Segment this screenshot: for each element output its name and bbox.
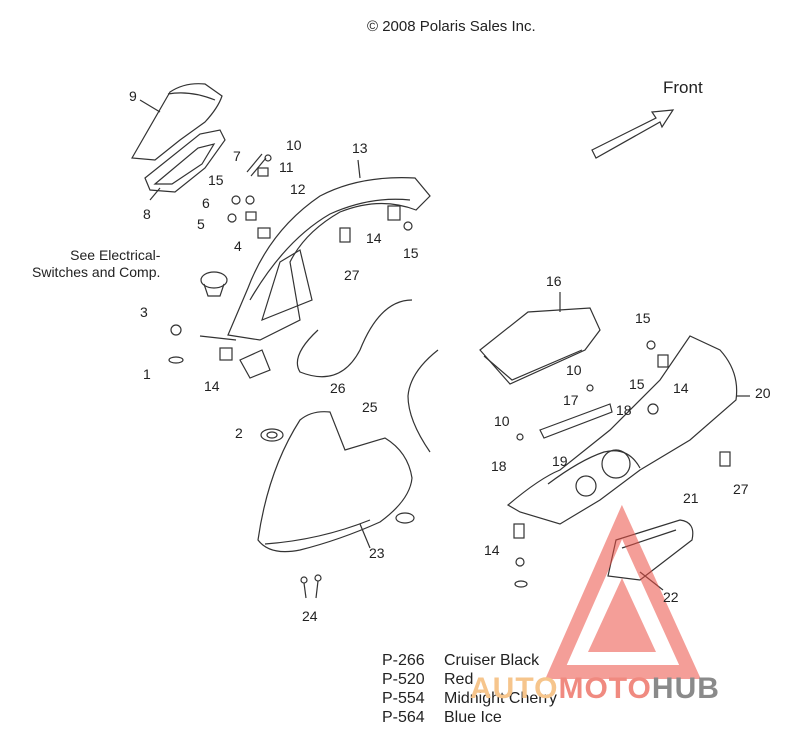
callout-label: 22 bbox=[663, 589, 679, 605]
callout-label: 9 bbox=[129, 88, 137, 104]
callout-label: 6 bbox=[202, 195, 210, 211]
callout-label: 4 bbox=[234, 238, 242, 254]
part-24-screw bbox=[300, 576, 308, 584]
callout-label: 15 bbox=[629, 376, 645, 392]
legend-color-name: Cruiser Black bbox=[444, 652, 540, 669]
legend-code: P-564 bbox=[382, 709, 425, 726]
callout-label: 5 bbox=[197, 216, 205, 232]
callout-label: 2 bbox=[235, 425, 243, 441]
legend-code: P-520 bbox=[382, 671, 425, 688]
legend-row: P-266 Cruiser Black bbox=[382, 651, 557, 670]
legend-row: P-564 Blue Ice bbox=[382, 708, 557, 727]
callout-label: 3 bbox=[140, 304, 148, 320]
callout-label: 14 bbox=[673, 380, 689, 396]
callout-label: 27 bbox=[733, 481, 749, 497]
watermark-text: AUTOMOTOHUB bbox=[470, 672, 720, 706]
callout-label: 25 bbox=[362, 399, 378, 415]
part-20-housing bbox=[506, 335, 738, 525]
part-14-clip bbox=[387, 205, 401, 221]
part-17-bracket bbox=[539, 403, 613, 439]
callout-label: 16 bbox=[546, 273, 562, 289]
callout-label: 27 bbox=[344, 267, 360, 283]
callout-label: 15 bbox=[635, 310, 651, 326]
callout-label: 14 bbox=[366, 230, 382, 246]
callout-label: 14 bbox=[204, 378, 220, 394]
part-4-clip bbox=[257, 227, 271, 239]
part-13-side-panel bbox=[227, 177, 431, 341]
part-25-cable bbox=[407, 349, 439, 453]
watermark-part2: MOTO bbox=[558, 672, 652, 705]
part-1-washer bbox=[168, 356, 184, 364]
legend-color-name: Midnight Cherry bbox=[444, 690, 557, 707]
callout-label: 17 bbox=[563, 392, 579, 408]
callout-label: 20 bbox=[755, 385, 771, 401]
callout-label: 12 bbox=[290, 181, 306, 197]
callout-label: 10 bbox=[566, 362, 582, 378]
electrical-note: See Electrical- Switches and Comp. bbox=[32, 247, 160, 281]
legend-color-name: Red bbox=[444, 671, 474, 688]
part-10-screw bbox=[264, 154, 272, 162]
callout-label: 15 bbox=[403, 245, 419, 261]
legend-color-name: Blue Ice bbox=[444, 709, 502, 726]
legend-row: P-554 Midnight Cherry bbox=[382, 689, 557, 708]
front-direction-label: Front bbox=[663, 78, 703, 97]
callout-label: 10 bbox=[286, 137, 302, 153]
watermark-part3: HUB bbox=[651, 672, 720, 705]
callout-label: 14 bbox=[484, 542, 500, 558]
callout-label: 1 bbox=[143, 366, 151, 382]
callout-label: 8 bbox=[143, 206, 151, 222]
callout-label: 19 bbox=[552, 453, 568, 469]
watermark-part1: AUTO bbox=[470, 672, 559, 705]
callout-label: 26 bbox=[330, 380, 346, 396]
part-3-fastener bbox=[170, 324, 182, 336]
callout-label: 21 bbox=[683, 490, 699, 506]
part-2-grommet bbox=[260, 428, 284, 442]
color-legend: P-266 Cruiser Black P-520 Red P-554 Midnigh… bbox=[382, 651, 557, 727]
part-8-gasket bbox=[144, 129, 226, 193]
watermark-logo bbox=[545, 504, 701, 679]
callout-label: 15 bbox=[208, 172, 224, 188]
legend-row: P-520 Red bbox=[382, 670, 557, 689]
front-arrow bbox=[591, 109, 675, 159]
callout-label: 7 bbox=[233, 148, 241, 164]
callout-label: 23 bbox=[369, 545, 385, 561]
part-23-cowl bbox=[257, 411, 413, 553]
callout-label: 13 bbox=[352, 140, 368, 156]
electrical-note-line1: See Electrical- bbox=[70, 247, 161, 263]
electrical-note-line2: Switches and Comp. bbox=[32, 264, 161, 280]
callout-label: 10 bbox=[494, 413, 510, 429]
part-27-clip bbox=[339, 227, 351, 243]
callout-label: 18 bbox=[491, 458, 507, 474]
legend-code: P-554 bbox=[382, 690, 425, 707]
part-11-fastener bbox=[257, 167, 269, 177]
part-16-cover bbox=[479, 307, 601, 385]
part-9-cover bbox=[131, 83, 223, 161]
callout-label: 18 bbox=[616, 402, 632, 418]
callout-label: 24 bbox=[302, 608, 318, 624]
switch-bezel bbox=[200, 271, 228, 289]
legend-code: P-266 bbox=[382, 652, 425, 669]
part-22-bracket bbox=[607, 519, 694, 581]
part-26-cable bbox=[296, 299, 413, 378]
copyright-text: © 2008 Polaris Sales Inc. bbox=[367, 18, 536, 35]
callout-label: 11 bbox=[279, 159, 294, 175]
